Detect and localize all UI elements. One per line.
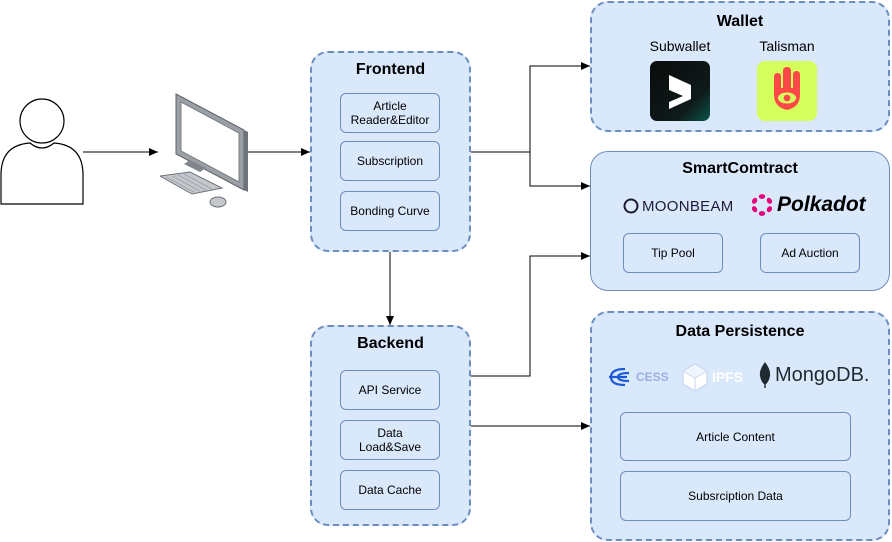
polkadot-logo: Polkadot (750, 192, 866, 218)
data-persistence-title: Data Persistence (675, 323, 805, 340)
persistence-item-subscription-data: Subsrciption Data (620, 471, 851, 521)
arrow-frontend-to-smartcontract (529, 152, 590, 190)
ipfs-icon (682, 363, 708, 392)
polkadot-text: Polkadot (777, 193, 866, 216)
wallet-talisman-label: Talisman (759, 38, 815, 54)
cess-text: CESS (636, 370, 669, 384)
backend-item-api-service: API Service (340, 370, 440, 410)
subwallet-logo-icon (650, 61, 710, 121)
smartcontract-item-ad-auction: Ad Auction (760, 233, 860, 273)
frontend-item-bonding-curve: Bonding Curve (340, 191, 440, 231)
backend-item-data-cache: Data Cache (340, 470, 440, 510)
frontend-title: Frontend (355, 61, 426, 78)
smartcontract-title: SmartComtract (682, 160, 798, 177)
ipfs-logo: IPFS (680, 362, 743, 392)
persistence-item-article-content: Article Content (620, 412, 851, 461)
mongodb-text: MongoDB. (775, 363, 870, 386)
talisman-logo-icon (757, 61, 817, 121)
arrow-backend-to-smartcontract (471, 252, 590, 377)
ipfs-text: IPFS (712, 369, 744, 385)
wallet-group: Wallet (590, 1, 890, 132)
cess-icon (609, 367, 630, 387)
cess-logo: CESS (607, 365, 669, 389)
smartcontract-item-tip-pool: Tip Pool (623, 233, 723, 273)
mongodb-leaf-icon (759, 362, 771, 388)
wallet-subwallet-label: Subwallet (649, 38, 711, 54)
wallet-title: Wallet (716, 13, 764, 30)
frontend-item-subscription: Subscription (340, 141, 440, 181)
computer-icon (160, 93, 248, 208)
moonbeam-icon (623, 198, 639, 214)
frontend-item-article-reader-editor: Article Reader&Editor (340, 93, 440, 133)
mongodb-logo: MongoDB. (758, 361, 870, 389)
backend-item-data-load-save: Data Load&Save (340, 420, 440, 460)
arrow-frontend-to-wallet (471, 62, 590, 153)
polkadot-icon (751, 194, 773, 216)
backend-title: Backend (357, 335, 424, 352)
moonbeam-text: MOONBEAM (642, 197, 734, 215)
moonbeam-logo: MOONBEAM (622, 195, 734, 217)
user-icon (0, 98, 84, 205)
